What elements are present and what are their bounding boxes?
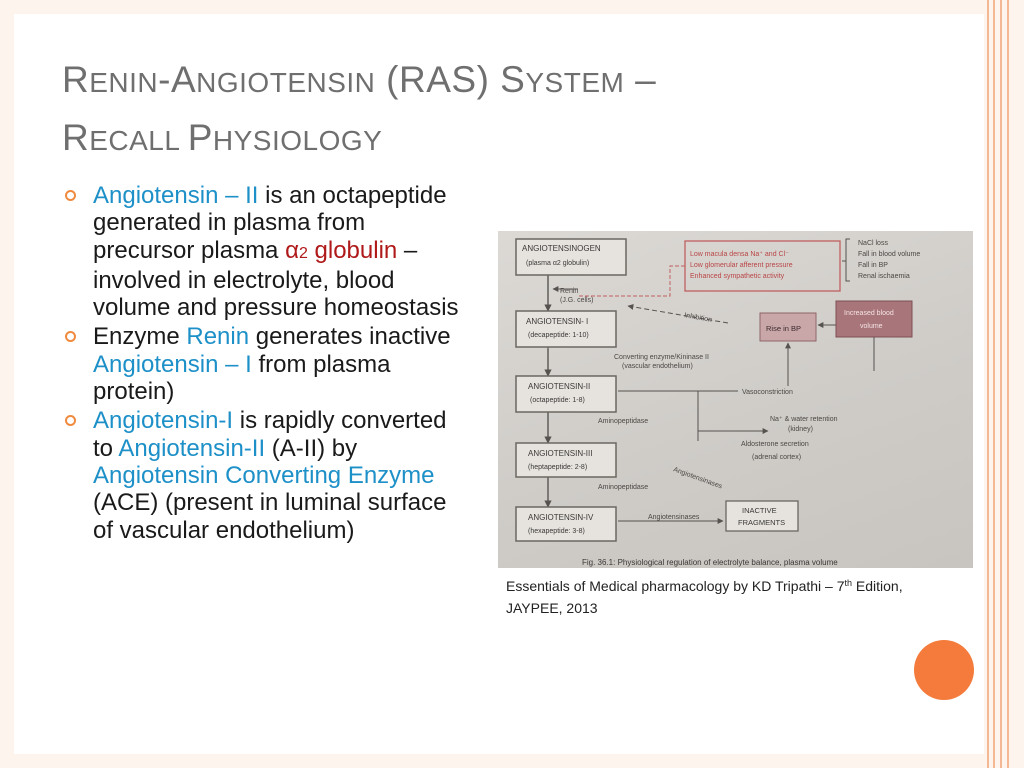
svg-text:(hexapeptide: 3-8): (hexapeptide: 3-8) (528, 528, 585, 535)
svg-text:(octapeptide: 1-8): (octapeptide: 1-8) (530, 397, 585, 404)
svg-text:Renin: Renin (560, 288, 578, 295)
svg-text:Aminopeptidase: Aminopeptidase (598, 418, 648, 425)
term-ace: Angiotensin Converting Enzyme (93, 461, 435, 489)
svg-text:Na⁺ & water retention: Na⁺ & water retention (770, 416, 838, 423)
bullet-ring-icon (65, 415, 76, 427)
svg-text:Vasoconstriction: Vasoconstriction (742, 389, 793, 396)
renin-stimuli-box: Low macula densa Na⁺ and Cl⁻ Low glomeru… (684, 240, 841, 292)
bullet-ring-icon (65, 190, 76, 201)
box-angiotensin-2: ANGIOTENSIN-II (octapeptide: 1-8) (515, 375, 617, 413)
box-angiotensin-1: ANGIOTENSIN- I (decapeptide: 1-10) (515, 310, 617, 348)
figure-source-caption: Essentials of Medical pharmacology by KD… (506, 578, 903, 616)
svg-text:(kidney): (kidney) (788, 426, 813, 433)
svg-text:ANGIOTENSIN-III: ANGIOTENSIN-III (528, 449, 592, 458)
inactive-fragments-box: INACTIVE FRAGMENTS (725, 500, 799, 532)
svg-text:FRAGMENTS: FRAGMENTS (738, 518, 785, 527)
bullet-item: Angiotensin-I is rapidly converted to An… (62, 407, 462, 544)
svg-text:(J.G. cells): (J.G. cells) (560, 297, 593, 304)
svg-text:Increased blood: Increased blood (844, 310, 894, 317)
slide-title: RENIN-ANGIOTENSIN (RAS) SYSTEM – RECALL … (62, 52, 962, 168)
bullet-list: Angiotensin – II is an octapeptide gener… (62, 182, 462, 546)
svg-text:ANGIOTENSINOGEN: ANGIOTENSINOGEN (522, 244, 601, 253)
svg-text:ANGIOTENSIN- I: ANGIOTENSIN- I (526, 317, 588, 326)
svg-text:INACTIVE: INACTIVE (742, 506, 777, 515)
svg-text:ANGIOTENSIN-II: ANGIOTENSIN-II (528, 382, 590, 391)
alpha-symbol: α (285, 236, 299, 264)
bullet-item: Angiotensin – II is an octapeptide gener… (62, 182, 462, 321)
svg-text:ANGIOTENSIN-IV: ANGIOTENSIN-IV (528, 513, 594, 522)
title-line-2: RECALL PHYSIOLOGY (62, 117, 383, 158)
ras-diagram-svg: ANGIOTENSINOGEN (plasma α2 globulin) ANG… (515, 238, 920, 567)
svg-text:Fall in blood volume: Fall in blood volume (858, 251, 920, 258)
term-angiotensin-1: Angiotensin – I (93, 350, 252, 378)
svg-text:(plasma α2 globulin): (plasma α2 globulin) (526, 260, 589, 267)
svg-text:Aminopeptidase: Aminopeptidase (598, 484, 648, 491)
ras-flow-diagram-image: ANGIOTENSINOGEN (plasma α2 globulin) ANG… (498, 231, 973, 568)
svg-text:Rise in BP: Rise in BP (766, 324, 801, 333)
svg-text:Angiotensinases: Angiotensinases (648, 514, 700, 521)
bullet-item: Enzyme Renin generates inactive Angioten… (62, 323, 462, 405)
svg-text:Low macula densa Na⁺ and Cl⁻: Low macula densa Na⁺ and Cl⁻ (690, 251, 789, 258)
box-angiotensin-4: ANGIOTENSIN-IV (hexapeptide: 3-8) (515, 506, 617, 542)
increased-blood-volume-box: Increased blood volume (835, 300, 913, 338)
term-renin: Renin (186, 323, 250, 351)
svg-text:Converting enzyme/Kininase II: Converting enzyme/Kininase II (614, 354, 709, 361)
svg-text:Aldosterone secretion: Aldosterone secretion (741, 441, 809, 448)
svg-text:volume: volume (860, 323, 883, 330)
bullet-ring-icon (65, 331, 76, 343)
svg-text:(heptapeptide: 2-8): (heptapeptide: 2-8) (528, 464, 587, 471)
svg-text:Angiotensinases: Angiotensinases (672, 466, 723, 490)
renin-causes: NaCl loss Fall in blood volume Fall in B… (842, 238, 920, 282)
decorative-stripes (984, 0, 1024, 768)
term-angiotensin-ii: Angiotensin-II (118, 434, 266, 462)
term-globulin: globulin (307, 236, 398, 264)
svg-text:Enhanced sympathetic activity: Enhanced sympathetic activity (690, 273, 785, 280)
svg-text:Low glomerular afferent pressu: Low glomerular afferent pressure (690, 262, 793, 269)
svg-text:Fall in BP: Fall in BP (858, 262, 888, 269)
term-angiotensin-2: Angiotensin – II (93, 182, 259, 209)
svg-text:NaCl loss: NaCl loss (858, 240, 888, 247)
box-angiotensin-3: ANGIOTENSIN-III (heptapeptide: 2-8) (515, 442, 617, 478)
svg-text:(vascular endothelium): (vascular endothelium) (622, 363, 693, 370)
svg-text:Renal ischaemia: Renal ischaemia (858, 273, 910, 280)
figure-caption: Fig. 36.1: Physiological regulation of e… (582, 558, 838, 567)
decorative-orange-circle (914, 640, 974, 700)
title-line-1: RENIN-ANGIOTENSIN (RAS) SYSTEM – (62, 59, 657, 100)
svg-text:(decapeptide: 1-10): (decapeptide: 1-10) (528, 332, 589, 339)
rise-in-bp-box: Rise in BP (759, 312, 817, 342)
svg-text:(adrenal cortex): (adrenal cortex) (752, 454, 801, 461)
box-angiotensinogen: ANGIOTENSINOGEN (plasma α2 globulin) (515, 238, 627, 276)
svg-text:Inhibition: Inhibition (684, 312, 713, 324)
term-angiotensin-i: Angiotensin-I (93, 407, 234, 435)
